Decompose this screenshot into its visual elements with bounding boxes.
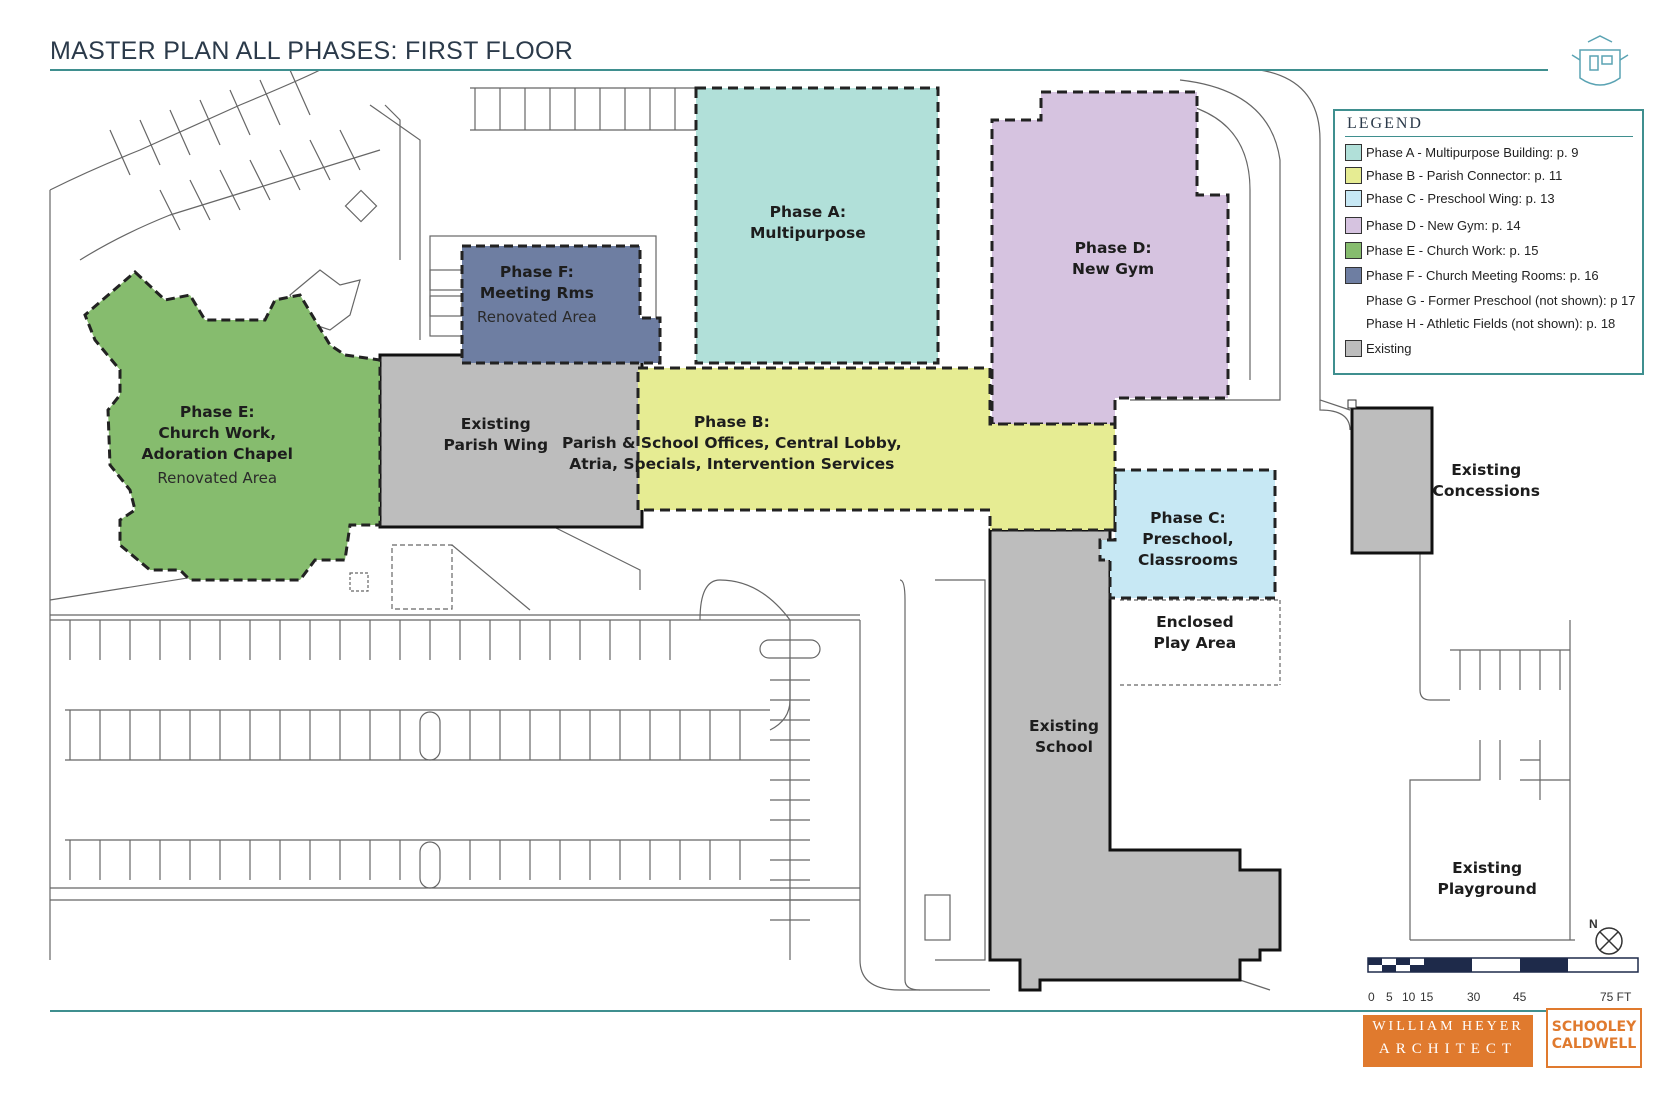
phase-f-label: Phase F: Meeting Rms Renovated Area [477,263,597,326]
legend-rule [1345,136,1633,137]
legend: LEGEND Phase A - Multipurpose Building: … [1333,109,1644,375]
north-label: N [1589,917,1598,931]
phase-b-area [636,366,1117,532]
phase-a-area [694,86,940,365]
architect-logo: WILLIAM HEYER ARCHITECT [1363,1015,1533,1067]
existing-school-label: Existing School [1029,717,1099,756]
phase-a-label: Phase A: Multipurpose [750,203,866,242]
existing-concessions-label: Existing Concessions [1432,461,1540,500]
legend-item-phase-a: Phase A - Multipurpose Building: p. 9 [1345,144,1578,164]
header-rule [50,69,1548,71]
page-title: MASTER PLAN ALL PHASES: FIRST FLOOR [50,37,574,65]
swatch-phase-a [1345,144,1362,162]
phase-c-label: Phase C: Preschool, Classrooms [1138,509,1238,569]
phase-e-area [83,269,382,582]
legend-item-phase-h: Phase H - Athletic Fields (not shown): p… [1366,316,1616,332]
existing-parish-wing-building [378,353,644,529]
legend-item-phase-g: Phase G - Former Preschool (not shown): … [1366,293,1636,309]
existing-concessions-building [1350,406,1434,555]
scale-tick-45: 45 [1513,990,1527,1004]
phase-d-area [990,90,1230,426]
angled-parking [109,69,421,340]
legend-title: LEGEND [1347,115,1423,132]
legend-item-phase-c: Phase C - Preschool Wing: p. 13 [1345,190,1555,210]
north-arrow-icon [1595,927,1623,955]
existing-parish-wing-label: Existing Parish Wing [443,415,549,454]
legend-item-phase-d: Phase D - New Gym: p. 14 [1345,217,1521,237]
legend-item-phase-b: Phase B - Parish Connector: p. 11 [1345,167,1562,187]
legend-item-existing: Existing [1345,340,1412,360]
footer-rule [50,1010,1548,1012]
scale-tick-15: 15 [1420,990,1434,1004]
island-parking [699,579,986,991]
scale-tick-75: 75 FT [1600,990,1632,1004]
scale-bar [1367,957,1639,973]
legend-item-phase-f: Phase F - Church Meeting Rooms: p. 16 [1345,267,1599,287]
parking-rows [50,579,990,991]
top-parking-stalls [470,87,700,131]
swatch-phase-f [1345,267,1362,285]
existing-playground-label: Existing Playground [1437,859,1537,898]
scale-tick-30: 30 [1467,990,1481,1004]
scale-tick-5: 5 [1386,990,1393,1004]
existing-school-building [988,528,1282,992]
swatch-phase-e [1345,242,1362,260]
phase-c-area [1098,468,1277,600]
crest-icon [1571,35,1629,86]
phase-d-label: Phase D: New Gym [1072,239,1155,278]
legend-item-phase-e: Phase E - Church Work: p. 15 [1345,242,1538,262]
scale-tick-10: 10 [1402,990,1416,1004]
scale-tick-0: 0 [1368,990,1375,1004]
phase-b-label: Phase B: Parish & School Offices, Centra… [562,413,902,473]
swatch-existing [1345,340,1362,358]
swatch-phase-c [1345,190,1362,208]
swatch-phase-d [1345,217,1362,235]
partner-logo: SCHOOLEY CALDWELL [1546,1008,1642,1068]
swatch-phase-b [1345,167,1362,185]
phase-e-label: Phase E: Church Work, Adoration Chapel R… [141,403,293,487]
phase-f-area [460,244,662,365]
enclosed-play-area-label: Enclosed Play Area [1153,613,1237,652]
